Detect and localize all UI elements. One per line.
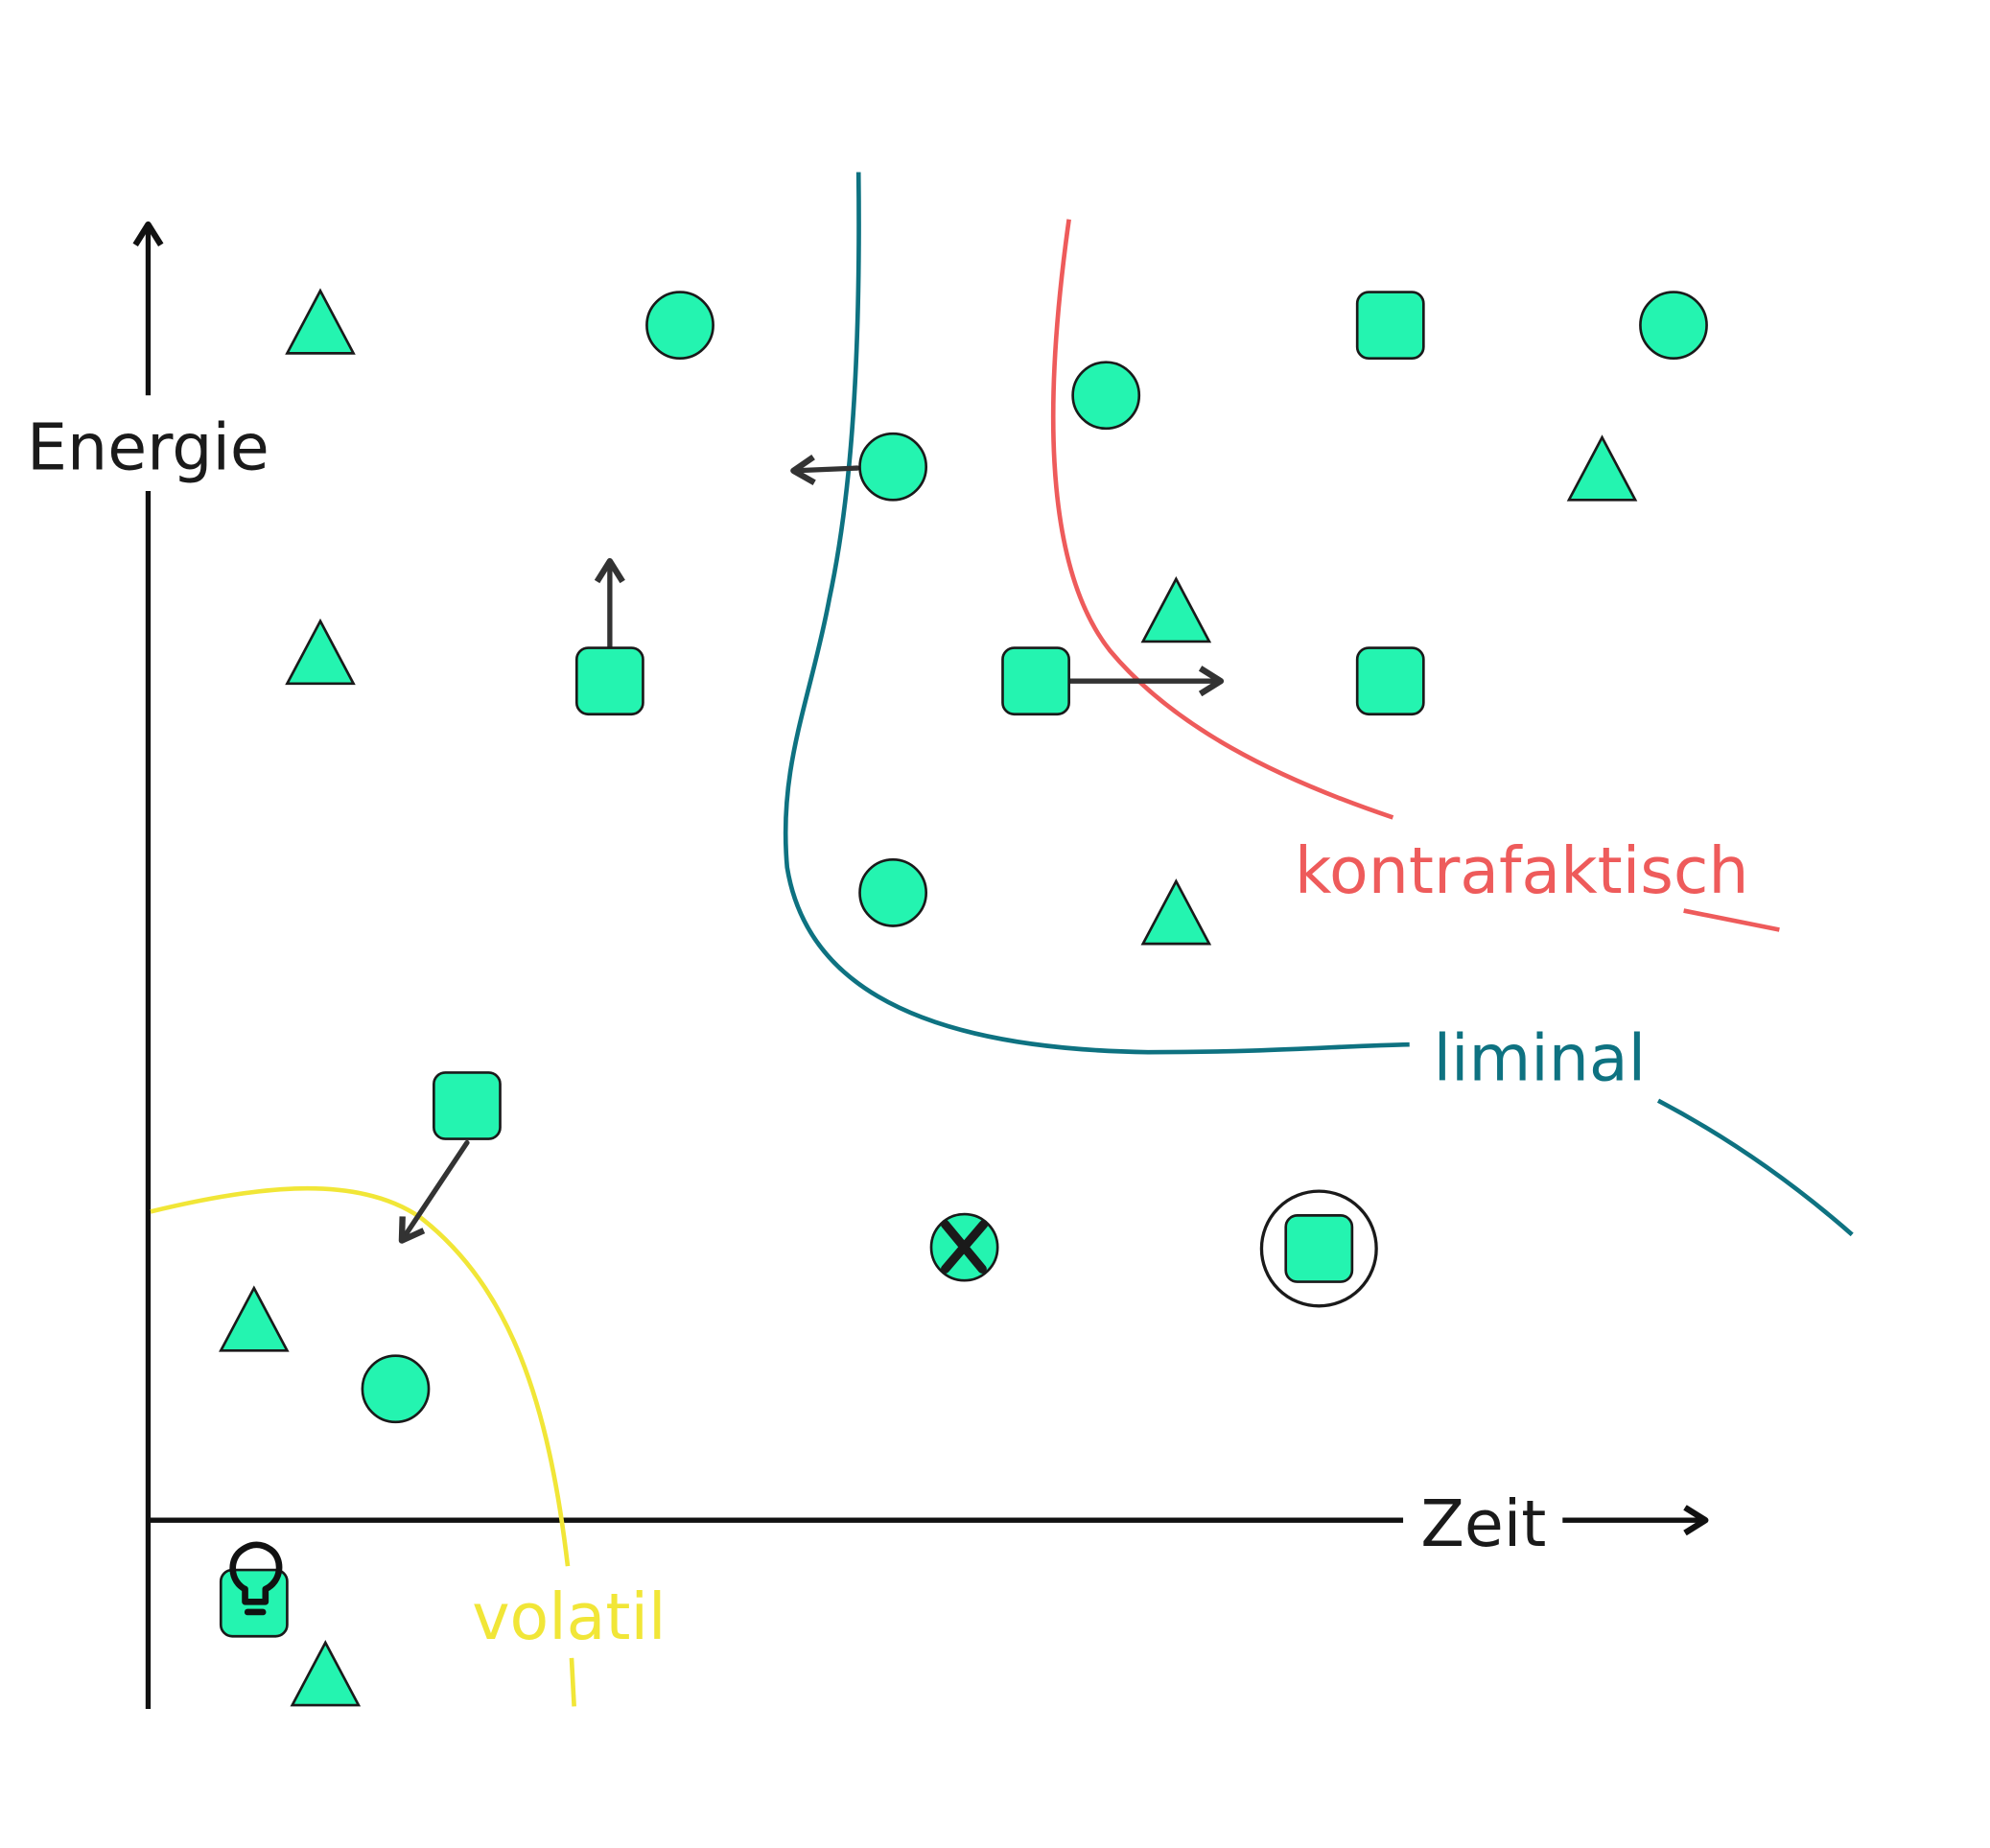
- circle-marker: [645, 291, 714, 361]
- triangle-marker: [290, 1640, 362, 1707]
- kontrafaktisch-boundary: kontrafaktisch: [1050, 219, 1780, 932]
- squares: [219, 291, 1425, 1638]
- circles: [361, 291, 1708, 1424]
- ringed-square-marker: [1259, 1189, 1378, 1308]
- square-marker: [574, 646, 644, 716]
- square-marker: [1355, 291, 1425, 361]
- arrow-down-left: [398, 1139, 470, 1244]
- lightbulb-icon: [229, 1541, 283, 1616]
- x-axis: Zeit: [148, 1486, 1709, 1561]
- volatil-boundary: volatil: [150, 1185, 666, 1707]
- arrow-left: [790, 455, 860, 486]
- liminal-boundary: liminal: [783, 172, 1854, 1237]
- triangle-marker: [285, 618, 356, 686]
- crossed-circle-marker: [929, 1212, 999, 1282]
- circle-marker: [858, 432, 928, 502]
- y-axis-label: Energie: [27, 409, 269, 484]
- triangle-marker: [1140, 575, 1212, 643]
- x-axis-label: Zeit: [1420, 1486, 1546, 1561]
- triangle-marker: [285, 288, 356, 355]
- volatil-label: volatil: [472, 1579, 666, 1654]
- triangles: [219, 288, 1638, 1707]
- circle-marker: [1071, 361, 1141, 431]
- triangle-marker: [1566, 434, 1638, 502]
- lightbulb-square-marker: [219, 1541, 289, 1638]
- triangle-marker: [1140, 878, 1212, 946]
- circle-marker: [858, 858, 928, 927]
- y-axis: Energie: [27, 221, 269, 1710]
- square-marker: [433, 1071, 502, 1140]
- x-mark-icon: [940, 1220, 989, 1274]
- circle-marker: [1639, 291, 1708, 361]
- liminal-label: liminal: [1434, 1020, 1647, 1095]
- triangle-marker: [219, 1285, 290, 1352]
- kontrafaktisch-label: kontrafaktisch: [1295, 833, 1749, 908]
- ring-highlight: [1259, 1189, 1378, 1308]
- square-marker: [1355, 646, 1425, 716]
- square-marker: [1001, 646, 1070, 716]
- circle-marker: [361, 1354, 431, 1424]
